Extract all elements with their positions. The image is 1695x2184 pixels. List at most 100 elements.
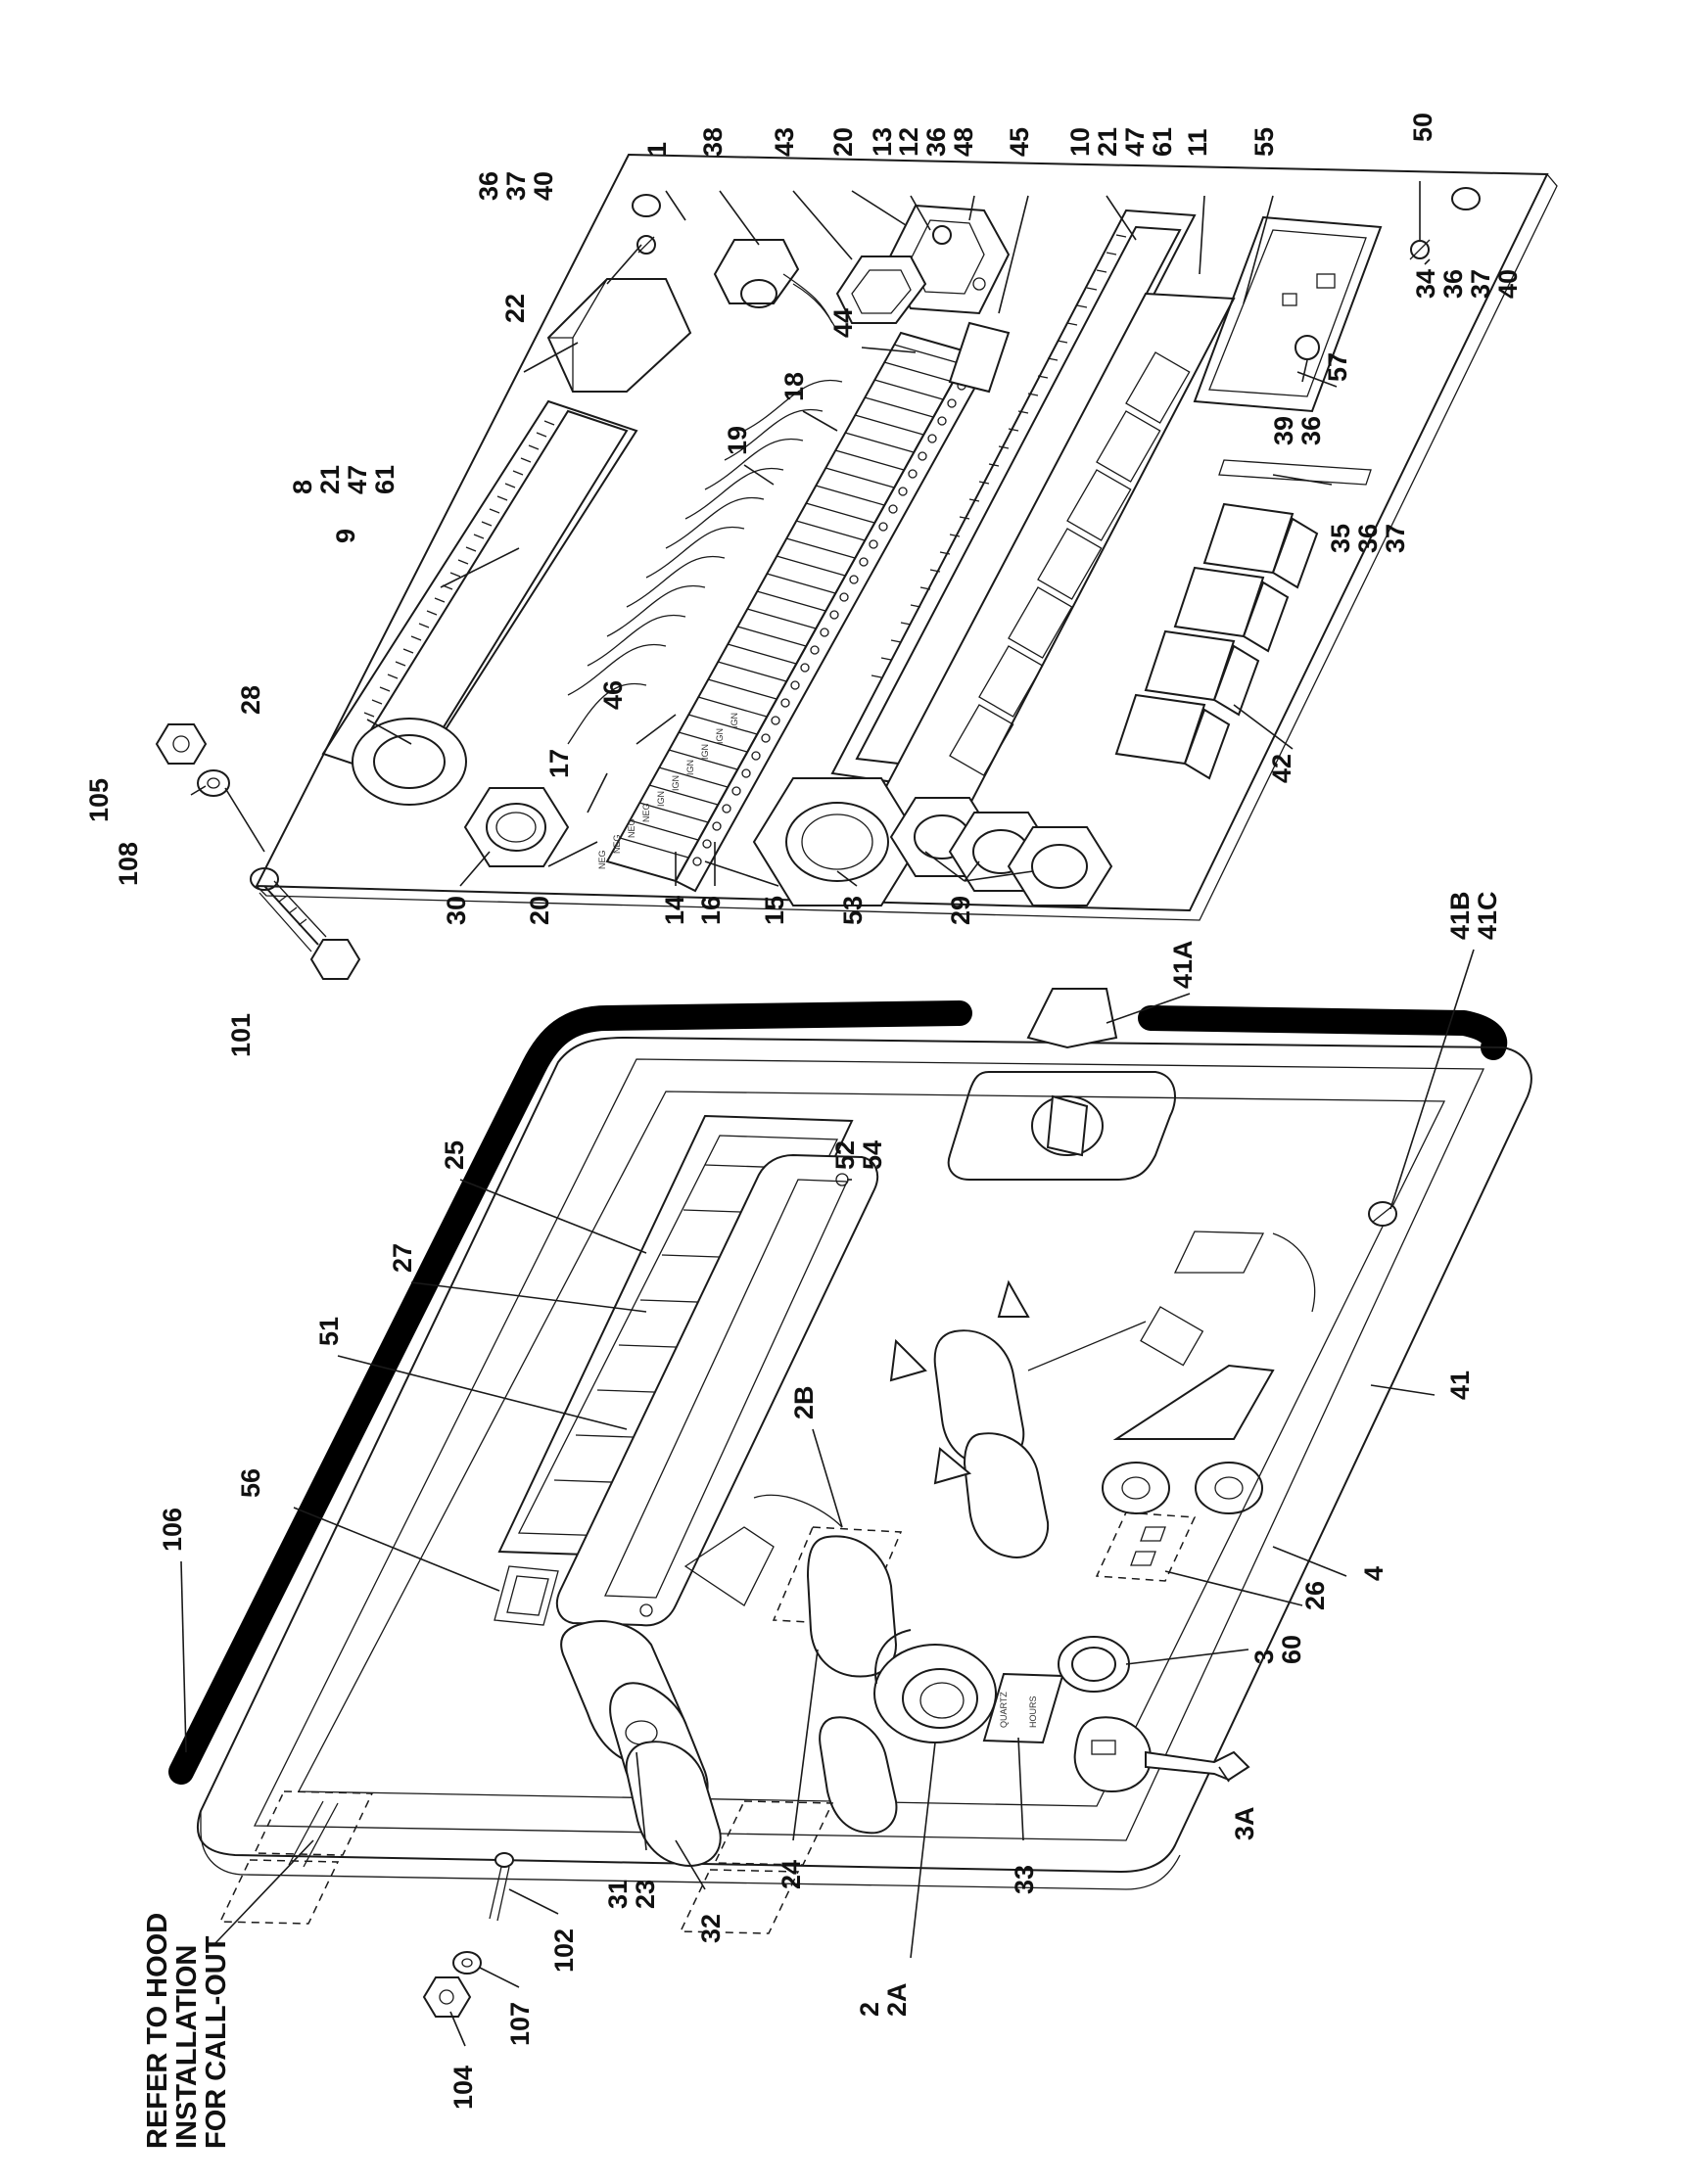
screw-102 (489, 1852, 514, 1922)
cover-plate-56 (494, 1565, 559, 1626)
duct-slots-10 (871, 234, 1127, 678)
callout: 43 (770, 127, 799, 157)
screw-41B (1368, 1201, 1397, 1227)
hinge-upper (218, 1790, 374, 1925)
callout: 45 (1005, 127, 1034, 157)
callout: 353637 (1326, 524, 1410, 553)
callout: 3123 (603, 1880, 660, 1909)
callout: 22A (855, 1982, 912, 2017)
latch-41A (947, 988, 1176, 1181)
washer-107 (452, 1951, 482, 1975)
terminal-tag: IGN (700, 744, 710, 760)
callout: 3A (1230, 1806, 1259, 1840)
callout: 28 (236, 685, 265, 715)
lever-33-left (819, 1716, 898, 1835)
callout: 26 (1300, 1581, 1330, 1610)
lid-recess (297, 1091, 1446, 1807)
strip-wires (567, 379, 843, 745)
callout: 41A (1168, 940, 1198, 989)
enclosure-lid-assembly: QUARTZ HOURS (168, 988, 1532, 2018)
callout: 19 (723, 426, 752, 455)
callout: 5254 (830, 1140, 887, 1170)
control-linkage-2B (683, 1494, 903, 1626)
callout: 50 (1408, 113, 1437, 142)
callout: 2B (789, 1385, 819, 1419)
callout: 46 (598, 680, 628, 710)
callout: 16 (696, 896, 726, 925)
relay-bank-42 (1114, 502, 1319, 780)
plug-30 (463, 787, 570, 867)
callout: 9 (331, 529, 360, 543)
screw-36-37-40 (636, 235, 656, 255)
callout: 107 (505, 2002, 535, 2046)
terminal-tags: NEG NEG NEG NEG IGN IGN IGN IGN IGN IGN (597, 713, 739, 869)
callout: 32 (696, 1914, 726, 1943)
callout: 30 (442, 896, 471, 925)
callout: 104 (448, 2066, 478, 2110)
callouts: 1 38 43 20 13 12 3648 45 10214761 11 55 … (84, 113, 1523, 2110)
plate-hole-bottom-left (250, 867, 279, 891)
callout: 41B41C (1445, 891, 1502, 940)
callout: 13 (868, 127, 897, 157)
bolt-101 (259, 880, 361, 980)
callout: 53 (838, 896, 868, 925)
callout: 10214761 (1065, 127, 1177, 157)
terminal-rows (619, 344, 964, 859)
callout: 27 (388, 1243, 417, 1273)
callout: 101 (226, 1013, 256, 1057)
callout: 14 (660, 896, 689, 925)
hood-reference-note: REFER TO HOOD INSTALLATION FOR CALL-OUT (142, 1905, 232, 2149)
callout: 8214761 (288, 465, 400, 494)
callout: 18 (779, 372, 809, 401)
relay-22 (546, 278, 692, 393)
grommet-53 (752, 777, 922, 906)
callout: 3936 (1269, 416, 1326, 445)
mounting-plate-edge (256, 173, 1558, 921)
joystick-right (889, 1279, 1050, 1558)
callout: 25 (440, 1140, 469, 1170)
terminal-tag: NEG (612, 834, 622, 854)
excavator-decal (1027, 1231, 1316, 1514)
hourmeter-units: HOURS (1028, 1696, 1038, 1728)
callout: 57 (1323, 352, 1352, 382)
callout: 22 (500, 294, 530, 323)
callout: 106 (158, 1508, 187, 1552)
hourmeter-brand: QUARTZ (999, 1692, 1009, 1728)
base-plate-assembly: NEG NEG NEG NEG IGN IGN IGN IGN IGN IGN (155, 153, 1558, 980)
mounting-plate (255, 153, 1549, 912)
terminal-screws (692, 363, 976, 866)
callout: 102 (549, 1928, 579, 1973)
screw-34 (1409, 239, 1431, 260)
lid-inner-rim (253, 1058, 1485, 1841)
callout: 11 (1183, 128, 1212, 157)
terminal-tag: NEG (597, 850, 607, 869)
callout: 20 (525, 896, 554, 925)
callout: 17 (544, 749, 574, 778)
bracket-35 (1218, 459, 1372, 486)
terminal-tag: NEG (641, 803, 651, 822)
key-switch-3 (1058, 1636, 1130, 1693)
plugs-29 (889, 797, 1113, 906)
wire-duct-9 (321, 399, 638, 785)
terminal-tag: IGN (730, 713, 739, 728)
connector-43 (835, 256, 927, 324)
display-bezel-51 (555, 1153, 879, 1627)
callout: 360 (1249, 1635, 1306, 1664)
lid-side (200, 1811, 1181, 1890)
callout: 4 (1359, 1566, 1389, 1581)
callout: 29 (946, 896, 975, 925)
key-3A (1073, 1716, 1250, 1793)
terminal-tag: NEG (627, 818, 636, 838)
callout: 42 (1267, 754, 1296, 783)
lever-32 (625, 1741, 722, 1867)
hinge-lower (679, 1800, 834, 1934)
leader-lines (180, 181, 1475, 2047)
circuit-board-57 (1193, 215, 1383, 413)
callout: 20 (828, 127, 858, 157)
callout: 33 (1010, 1865, 1039, 1894)
duct-slots-9 (363, 420, 555, 718)
washer-108 (197, 769, 230, 797)
callout: 1 (642, 142, 672, 157)
callout: 44 (828, 308, 858, 338)
